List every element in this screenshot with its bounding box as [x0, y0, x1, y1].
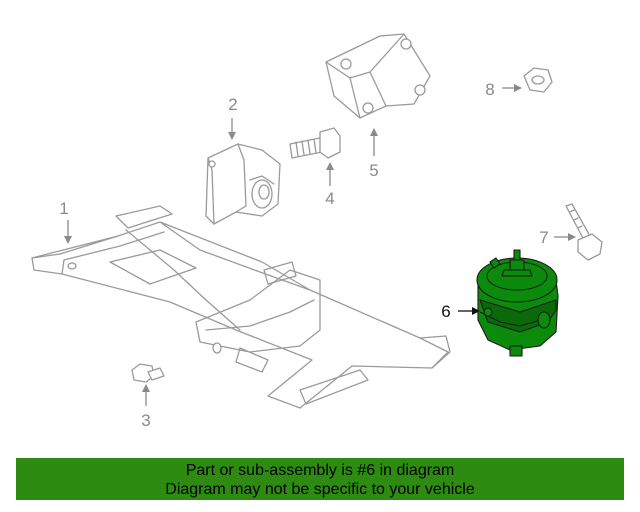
- callout-label-8: 8: [485, 80, 494, 99]
- part-2-engine-mount[interactable]: [205, 143, 281, 225]
- callout-label-5: 5: [369, 161, 378, 180]
- callout-label-4: 4: [325, 189, 334, 208]
- part-6-mount-highlighted[interactable]: [476, 249, 559, 357]
- part-8-nut[interactable]: [523, 67, 553, 93]
- info-banner: Part or sub-assembly is #6 in diagram Di…: [16, 458, 624, 500]
- part-5-bracket[interactable]: [325, 33, 431, 119]
- callout-label-7: 7: [539, 228, 548, 247]
- callout-label-2: 2: [228, 95, 237, 114]
- callout-3: 3: [141, 384, 151, 430]
- callout-8: 8: [485, 80, 522, 99]
- part-7-bolt[interactable]: [565, 203, 603, 261]
- part-4-bolt[interactable]: [289, 127, 341, 159]
- callout-4: 4: [325, 162, 335, 208]
- callout-label-1: 1: [59, 199, 68, 218]
- callout-label-6: 6: [441, 302, 450, 321]
- callout-label-3: 3: [141, 411, 150, 430]
- callout-1: 1: [59, 199, 72, 244]
- part-3-bolt[interactable]: [131, 363, 165, 383]
- callout-5: 5: [369, 128, 379, 180]
- callout-6: 6: [441, 302, 480, 321]
- callout-7: 7: [539, 228, 576, 247]
- callout-2: 2: [228, 95, 238, 140]
- part-1-crossmember[interactable]: [31, 205, 451, 409]
- banner-line-2: Diagram may not be specific to your vehi…: [165, 481, 475, 498]
- banner-line-1: Part or sub-assembly is #6 in diagram: [185, 462, 455, 479]
